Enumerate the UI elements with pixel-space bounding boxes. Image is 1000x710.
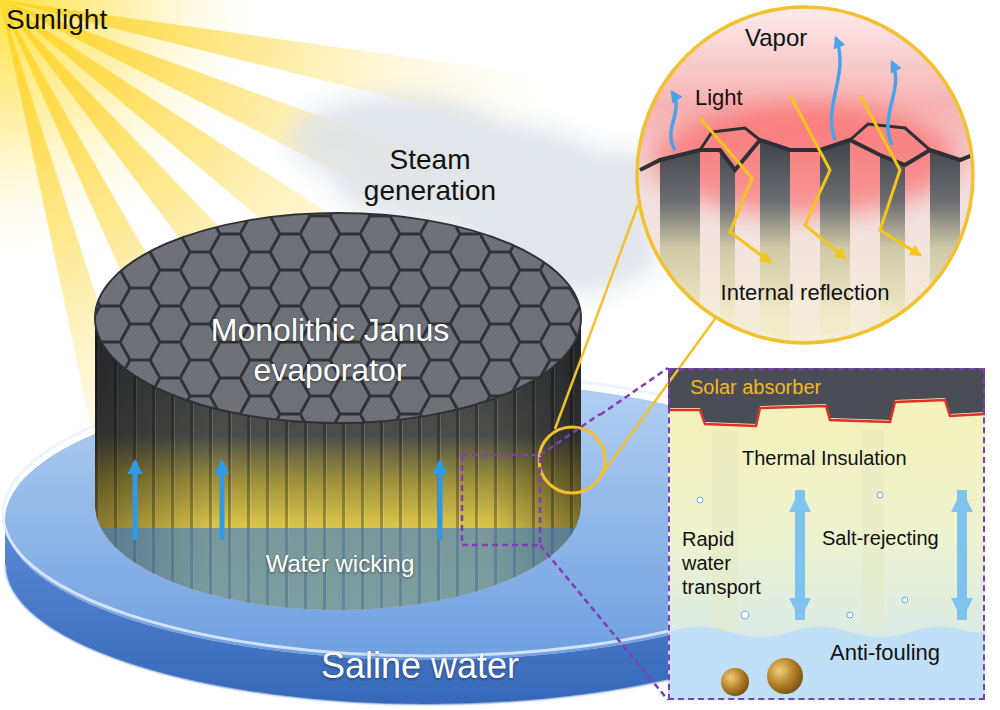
inset-illustration-part <box>741 611 749 619</box>
zoom-outline-circle <box>637 7 973 343</box>
zoom-view-part <box>700 118 770 262</box>
inset-illustration-part <box>795 490 805 620</box>
zoom-view-part <box>760 140 790 340</box>
leader-connector <box>600 317 716 477</box>
saline-dish: Saline water <box>5 380 851 705</box>
vapor-label: Vapor <box>745 24 807 52</box>
evaporator-name: Monolithic Janus evaporator <box>150 310 510 390</box>
zoom-marker-part <box>539 427 605 493</box>
inset-illustration-part <box>668 400 985 426</box>
inset-illustration-part <box>697 497 703 503</box>
zoom-view-part <box>831 38 840 140</box>
inset-marker-part <box>540 545 668 700</box>
inset-marker <box>462 414 668 700</box>
evaporator-body-part <box>95 213 581 423</box>
evaporator-cylinder: Monolithic Janus evaporator <box>90 205 600 620</box>
absorber-label: Solar absorber <box>690 376 821 399</box>
inset-illustration-part <box>902 597 908 603</box>
zoom-circle: VaporLightInternal reflection <box>635 5 975 345</box>
inset-illustration-part <box>862 430 884 630</box>
zoom-view-part <box>720 150 735 330</box>
inset-illustration <box>668 368 985 700</box>
zoom-view-part <box>640 140 980 170</box>
inset-illustration-part <box>847 612 853 618</box>
evaporator-body-part <box>90 528 590 628</box>
salt-label: Salt-rejecting <box>822 527 939 550</box>
inset-illustration-part <box>957 490 967 620</box>
evaporator-body-part <box>95 213 581 423</box>
zoom-marker <box>539 205 638 493</box>
sunlight-label: Sunlight <box>6 4 107 36</box>
insulation-label: Thermal Insulation <box>742 447 907 470</box>
zoom-view-part <box>671 92 676 150</box>
steam-label: Steam generation <box>350 145 510 207</box>
zoom-view-part <box>860 95 920 255</box>
inset-illustration-part <box>668 627 985 700</box>
steam-cloud-part <box>290 95 510 185</box>
zoom-view <box>630 0 980 350</box>
zoom-view-part <box>930 150 960 310</box>
inset-marker-part <box>462 455 540 545</box>
inset-illustration-part <box>712 430 738 630</box>
zoom-view-part <box>660 150 700 320</box>
inset-illustration-part <box>767 658 803 694</box>
zoom-marker-part <box>555 205 638 429</box>
light-label: Light <box>695 85 743 110</box>
zoom-view-part <box>700 128 760 150</box>
inset-illustration-part <box>668 368 985 424</box>
inset-illustration-part <box>721 668 749 696</box>
inset-marker-part <box>540 414 600 455</box>
zoom-view-part <box>790 95 845 258</box>
wicking-arrow-part <box>133 462 138 540</box>
zoom-view-part <box>880 155 905 325</box>
zoom-view-part <box>888 62 896 145</box>
leader-connector <box>600 368 668 415</box>
zoom-view-part <box>820 140 850 335</box>
wicking-arrow-part <box>220 462 225 540</box>
saline-label: Saline water <box>260 645 580 686</box>
zoom-outline <box>635 5 975 345</box>
wicking-arrow <box>135 462 440 540</box>
zoom-view-part <box>630 0 980 350</box>
transport-label: Rapid water transport <box>682 527 777 599</box>
inset-illustration-part <box>877 492 883 498</box>
evaporator-body <box>90 213 590 628</box>
inset-illustration-part <box>668 368 985 700</box>
antifouling-label: Anti-fouling <box>830 640 940 665</box>
detail-inset: Solar absorberThermal InsulationRapid wa… <box>668 368 985 700</box>
wicking-arrow-part <box>438 462 443 540</box>
reflection-label: Internal reflection <box>705 280 905 305</box>
wicking-label: Water wicking <box>250 550 430 578</box>
